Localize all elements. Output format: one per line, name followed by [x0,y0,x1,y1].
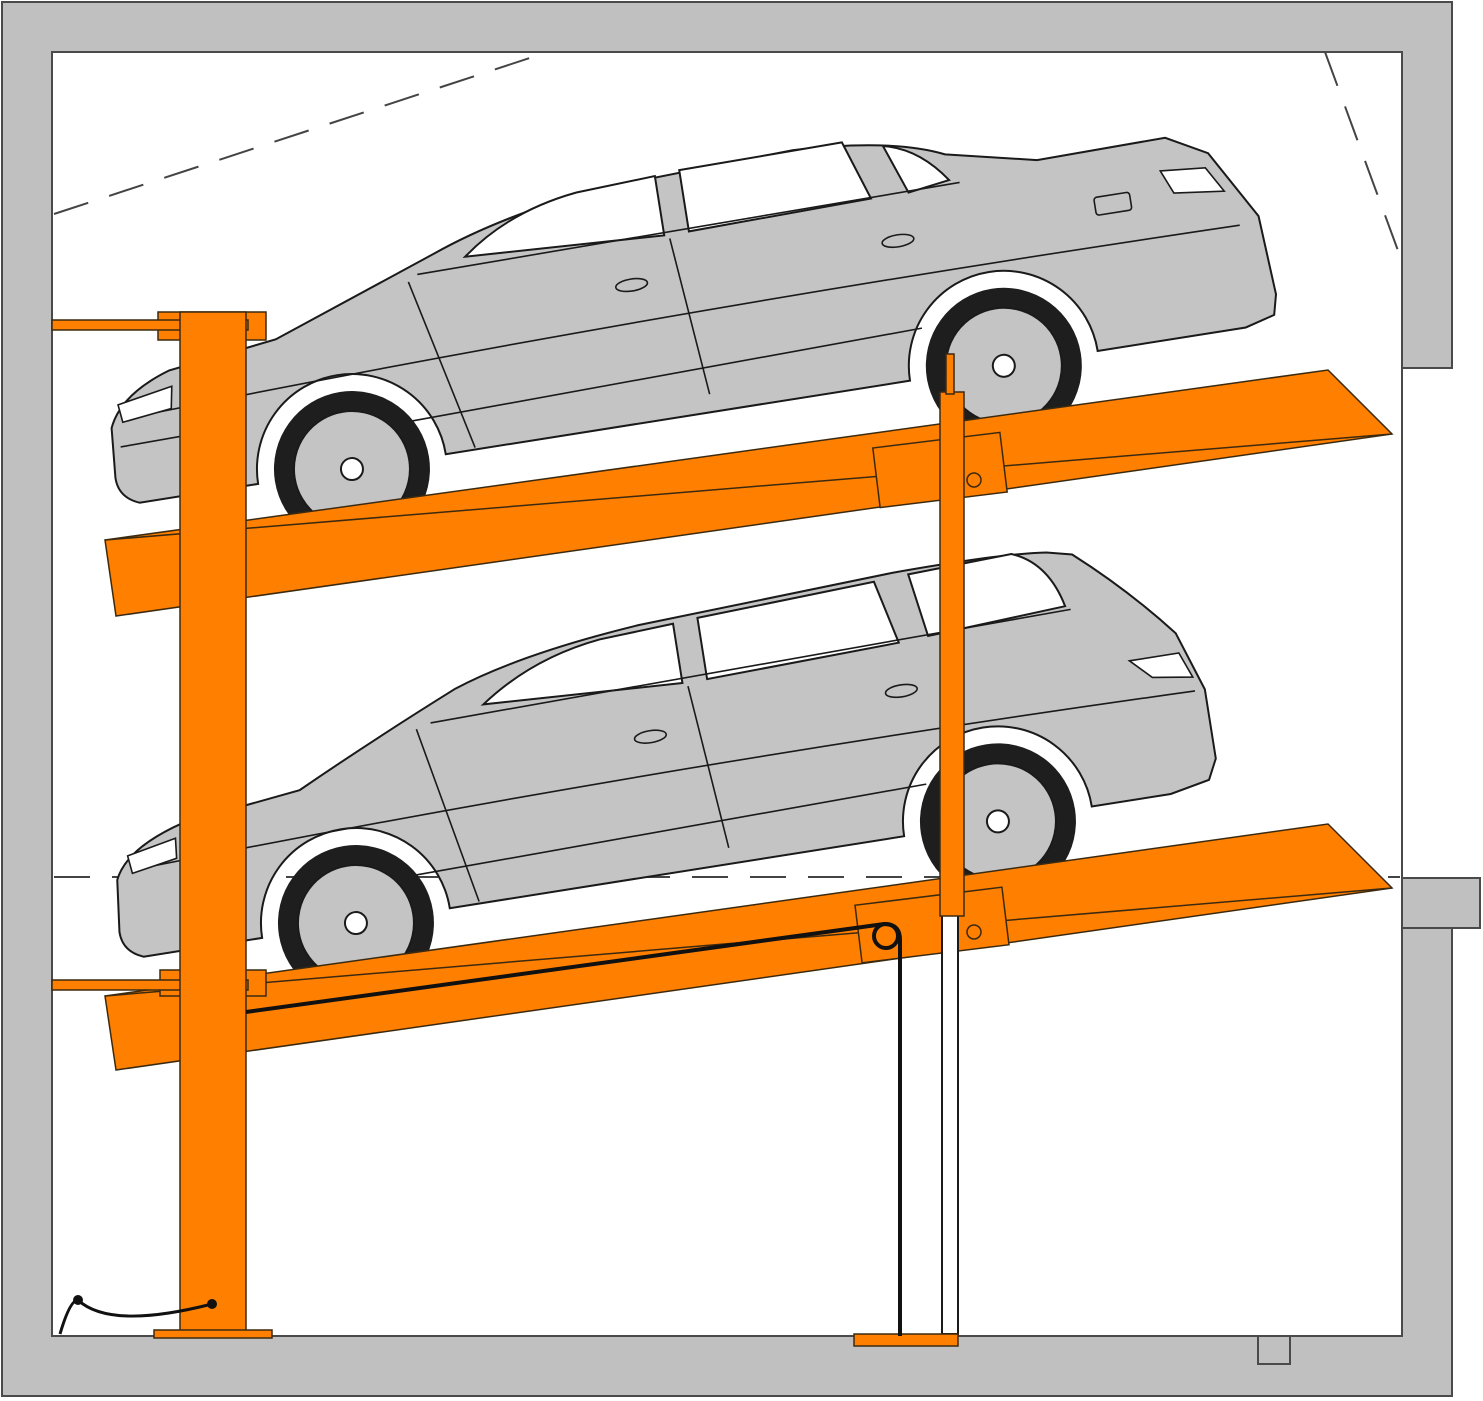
upper-arm [51,319,249,331]
right-ground-slab [1401,877,1481,929]
lower-arm [51,979,249,991]
pit-wall-frame [1,1,1453,1397]
lower-level [51,525,1394,1071]
cylinder-cap [945,353,955,395]
upper-clearance-line [53,51,549,215]
main-post-column [179,311,247,1335]
upper-platform-edge [104,433,1393,541]
rear-clearance-line [1324,51,1401,257]
hydraulic-cylinder [853,353,965,1347]
upper-level [51,78,1394,617]
lines [58,921,902,1336]
cylinder-rod [941,913,959,1335]
cable-end-right [207,1299,217,1309]
cable-end-left [73,1295,83,1305]
pivot-bolt-icon [966,472,982,488]
pivot-bolt-icon [966,924,982,940]
main-post-base [153,1329,273,1339]
main-post [153,311,273,1339]
floor-drain-notch [1257,1335,1291,1365]
pulley-icon [872,922,900,950]
cylinder-barrel [939,391,965,917]
cylinder-base [853,1333,959,1347]
power-cable [58,1298,213,1335]
